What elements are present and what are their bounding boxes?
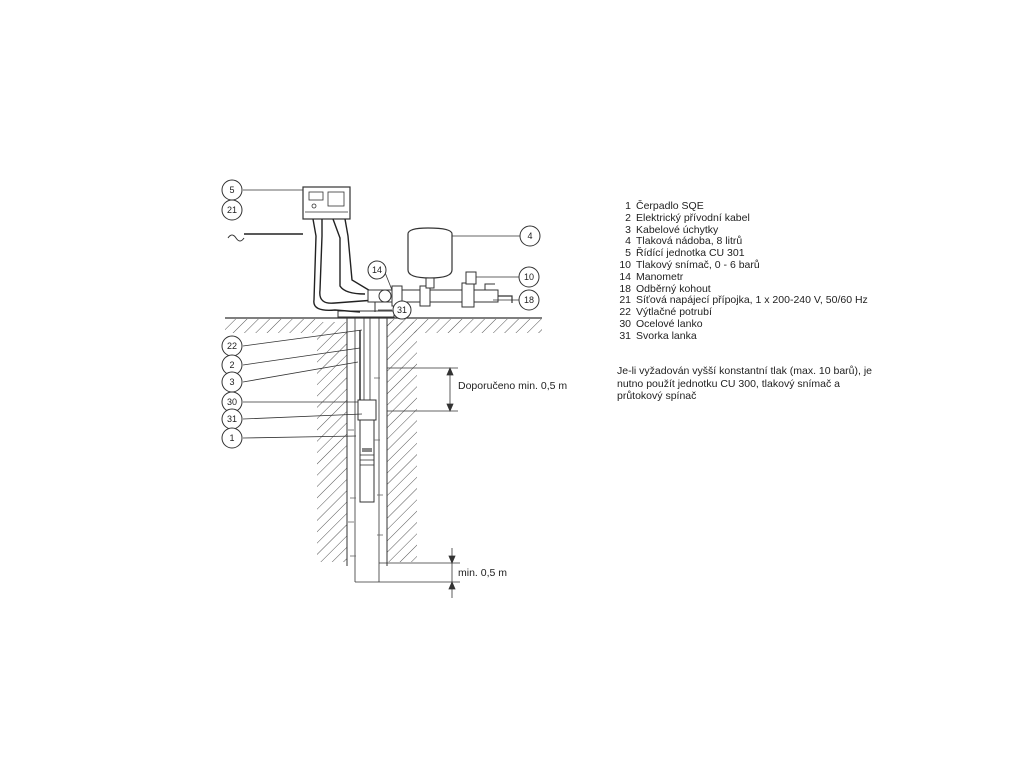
legend-item: 4 Tlaková nádoba, 8 litrů [617, 236, 868, 248]
callout-18: 18 [518, 289, 540, 311]
svg-text:14: 14 [372, 265, 382, 275]
legend-item: 31 Svorka lanka [617, 329, 868, 343]
note-text: Je-li vyžadován vyšší konstantní tlak (m… [617, 365, 873, 402]
legend-item: 18 Odběrný kohout [617, 282, 868, 296]
legend-item: 30 Ocelové lanko [617, 317, 868, 331]
svg-text:10: 10 [524, 272, 534, 282]
svg-text:5: 5 [229, 185, 234, 195]
svg-text:3: 3 [229, 377, 234, 387]
callout-3: 3 [221, 371, 243, 393]
borehole [317, 318, 417, 566]
legend-number: 4 [625, 235, 631, 248]
legend-item: 3 Kabelové úchytky [617, 223, 868, 237]
legend-number: 21 [619, 294, 631, 307]
legend-item: 1 Čerpadlo SQE [617, 200, 868, 213]
callout-21: 21 [221, 199, 243, 221]
legend-number: 10 [619, 258, 631, 271]
control-unit [302, 186, 351, 220]
legend-text: Síťová napájecí přípojka, 1 x 200-240 V,… [636, 294, 868, 307]
cables [244, 218, 376, 400]
svg-text:30: 30 [227, 397, 237, 407]
dimension-recommended-label: Doporučeno min. 0,5 m [458, 380, 567, 392]
legend: 1 Čerpadlo SQE 2 Elektrický přívodní kabel… [617, 200, 868, 343]
svg-text:31: 31 [397, 305, 407, 315]
legend-item: 10 Tlakový snímač, 0 - 6 barů [617, 258, 868, 272]
legend-item: 5 Řídící jednotka CU 301 [617, 247, 868, 260]
legend-item: 21 Síťová napájecí přípojka, 1 x 200-240 … [617, 294, 868, 307]
svg-text:2: 2 [229, 360, 234, 370]
legend-text: Ocelové lanko [636, 317, 703, 330]
legend-number: 30 [619, 317, 631, 330]
callout-14: 14 [367, 260, 387, 280]
ground [225, 317, 542, 333]
legend-text: Tlakový snímač, 0 - 6 barů [636, 258, 760, 271]
legend-number: 18 [619, 282, 631, 295]
callout-4: 4 [519, 225, 541, 247]
mains-wave-icon [227, 234, 245, 242]
legend-text: Odběrný kohout [636, 282, 711, 295]
legend-number: 3 [625, 223, 631, 236]
well-casing [337, 310, 395, 582]
pressure-sensor [465, 271, 477, 285]
legend-text: Výtlačné potrubí [636, 306, 712, 319]
dimension-minimum-label: min. 0,5 m [458, 567, 507, 579]
legend-number: 1 [625, 200, 631, 212]
legend-text: Svorka lanka [636, 329, 697, 342]
svg-text:1: 1 [229, 433, 234, 443]
svg-text:31: 31 [227, 414, 237, 424]
legend-text: Čerpadlo SQE [636, 200, 704, 212]
legend-item: 22 Výtlačné potrubí [617, 306, 868, 319]
svg-text:22: 22 [227, 341, 237, 351]
legend-text: Řídící jednotka CU 301 [636, 247, 745, 260]
legend-text: Manometr [636, 270, 684, 283]
callout-1: 1 [221, 427, 243, 449]
legend-text: Tlaková nádoba, 8 litrů [636, 235, 743, 248]
legend-text: Elektrický přívodní kabel [636, 211, 750, 224]
callout-31: 31 [221, 408, 243, 430]
legend-number: 14 [619, 270, 631, 283]
leader-lines [242, 189, 520, 439]
svg-text:21: 21 [227, 205, 237, 215]
callout-31-top: 31 [392, 300, 412, 320]
pump-sqe [357, 399, 377, 503]
svg-text:18: 18 [524, 295, 534, 305]
callout-5: 5 [221, 179, 243, 201]
casing-ticks [348, 377, 383, 557]
legend-number: 2 [625, 211, 631, 224]
dimension-lines [355, 366, 460, 598]
pressure-tank [407, 227, 453, 289]
callout-22: 22 [221, 335, 243, 357]
svg-text:4: 4 [527, 231, 532, 241]
callouts: 5 21 4 14 10 18 31 22 2 3 30 31 1 [221, 179, 541, 449]
legend-number: 31 [619, 329, 631, 342]
legend-item: 14 Manometr [617, 270, 868, 284]
legend-number: 22 [619, 306, 631, 319]
legend-text: Kabelové úchytky [636, 223, 719, 236]
legend-item: 2 Elektrický přívodní kabel [617, 211, 868, 225]
surface-pipework [367, 282, 513, 312]
legend-number: 5 [625, 247, 631, 260]
callout-10: 10 [518, 266, 540, 288]
